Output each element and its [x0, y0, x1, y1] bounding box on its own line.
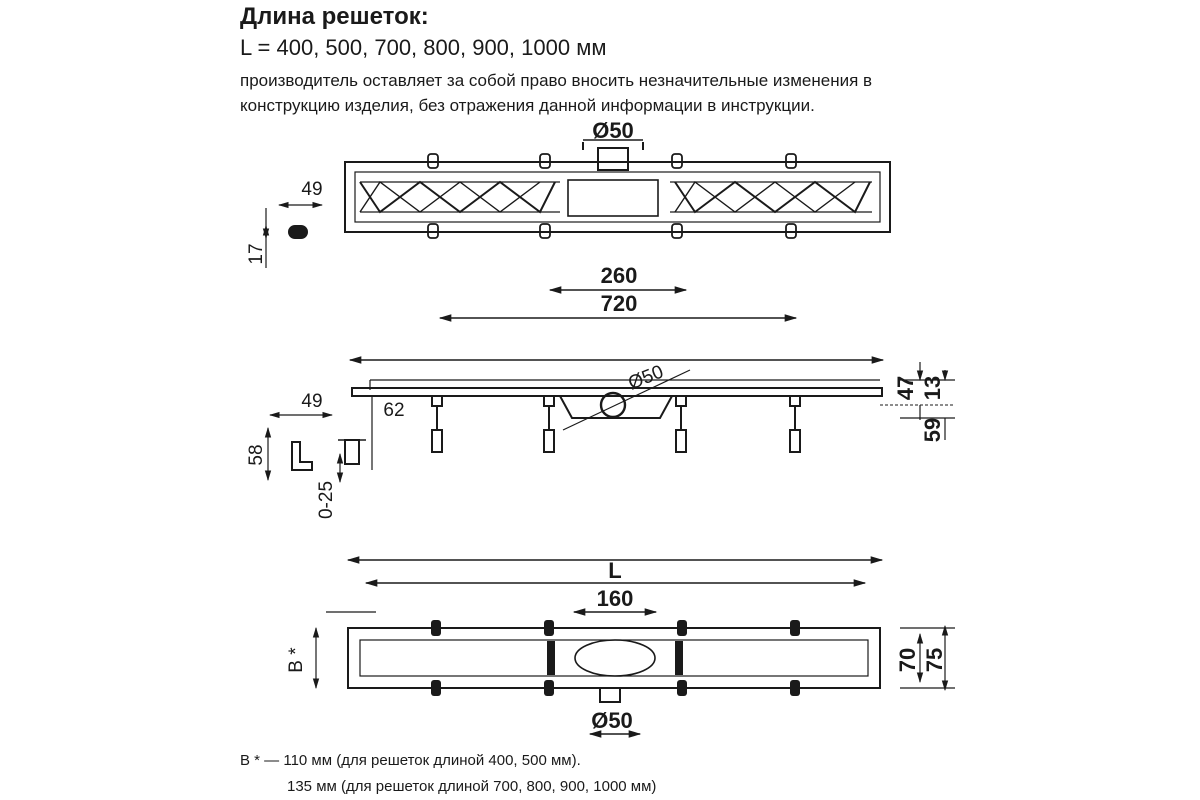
footnote-line-1: B * — 110 мм (для решеток длиной 400, 50… — [240, 752, 581, 769]
bottom-outer-width-dim: 75 — [922, 648, 947, 672]
side-outlet-dim: Ø50 — [625, 361, 666, 394]
top-outlet-dim: Ø50 — [592, 118, 634, 143]
footnote: B * — 110 мм (для решеток длиной 400, 50… — [240, 748, 656, 800]
side-view — [264, 356, 955, 484]
manufacturer-note: производитель оставляет за собой право в… — [240, 71, 873, 115]
side-right-bottom-dim: 59 — [920, 418, 945, 442]
bottom-length-label: L — [608, 558, 621, 583]
side-height-dim: 58 — [246, 444, 267, 465]
side-depth-dim: 62 — [383, 400, 404, 421]
lengths-title: Длина решеток: — [240, 3, 429, 30]
header: Длина решеток: L = 400, 500, 700, 800, 9… — [240, 2, 980, 118]
footnote-line-2: 135 мм (для решеток длиной 700, 800, 900… — [287, 778, 657, 795]
top-inner-dim: 260 — [601, 263, 638, 288]
bottom-b-label: B * — [286, 647, 307, 673]
bottom-view — [312, 556, 955, 738]
bottom-outlet-dim: Ø50 — [591, 708, 633, 733]
top-view — [262, 139, 891, 322]
top-width-dim: 49 — [301, 179, 322, 200]
top-span-dim: 720 — [601, 291, 638, 316]
bottom-inner-width-dim: 70 — [895, 648, 920, 672]
bottom-center-dim: 160 — [597, 586, 634, 611]
lengths-values: L = 400, 500, 700, 800, 900, 1000 мм — [240, 35, 607, 60]
side-right-top2-dim: 13 — [920, 376, 945, 400]
top-view-frame — [344, 161, 891, 233]
top-height-dim: 17 — [246, 243, 267, 264]
side-adjust-dim: 0-25 — [316, 481, 337, 519]
side-width-dim: 49 — [301, 391, 322, 412]
side-right-top-dim: 47 — [893, 376, 918, 400]
